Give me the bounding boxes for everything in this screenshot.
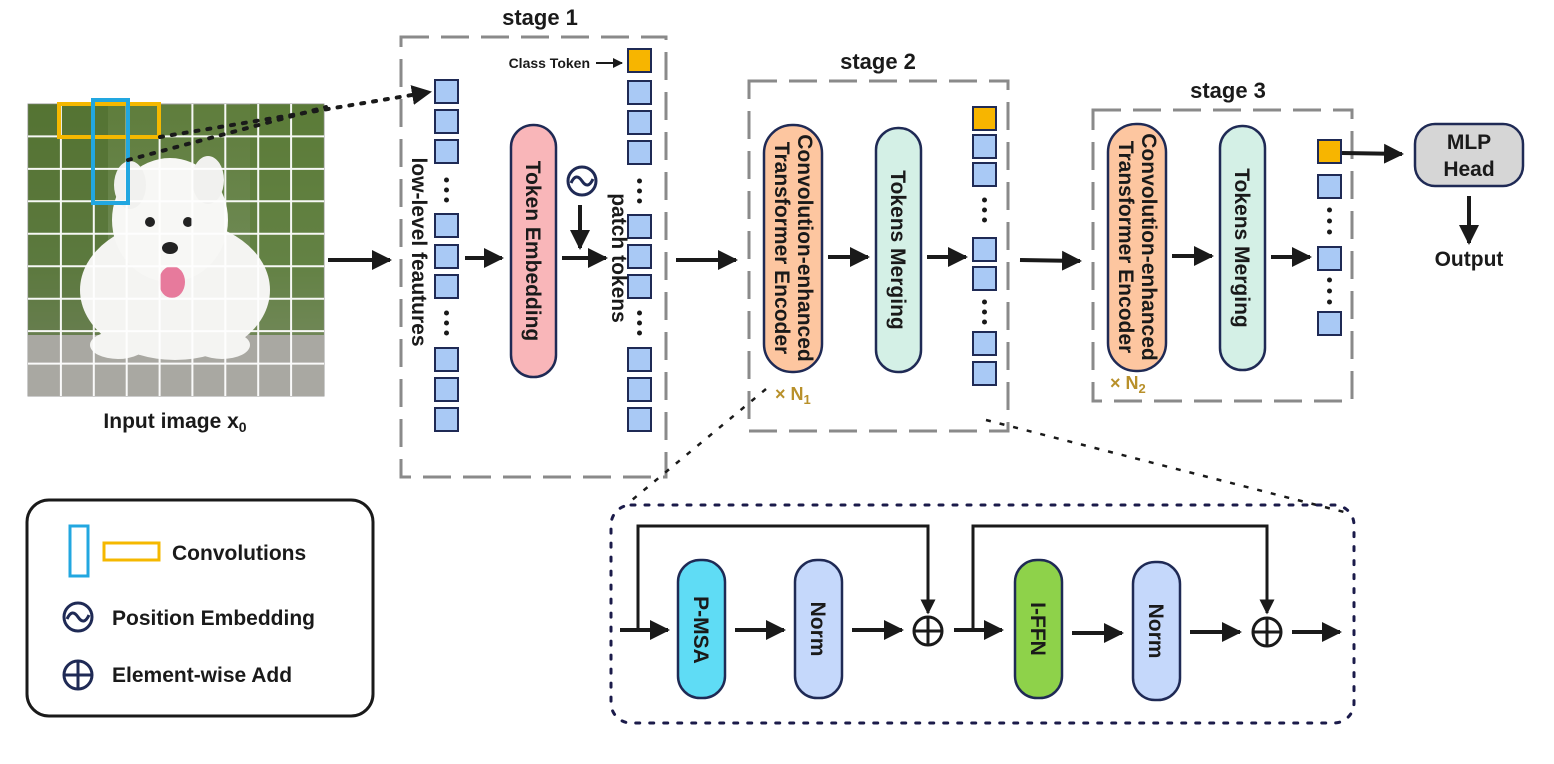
- stage3-repeat-label: × N2: [1110, 373, 1146, 396]
- stage2-tokens: [972, 106, 997, 386]
- position-embedding-legend-icon: [62, 601, 94, 633]
- iffn-block: [1013, 558, 1064, 700]
- mlp-head-block: [1413, 122, 1525, 188]
- stage2-tokens-ellipsis: [982, 197, 987, 325]
- stage1-title: stage 1: [502, 5, 578, 30]
- output-label: Output: [1435, 248, 1504, 271]
- class-token: [627, 48, 652, 73]
- class-token-label: Class Token: [509, 55, 590, 71]
- mlp-head-line1: MLP: [1447, 131, 1491, 154]
- patch-tokens: [627, 48, 652, 432]
- mlp-head-line2: Head: [1443, 158, 1494, 181]
- pmsa-block: [676, 558, 727, 700]
- arrow-class-token-to-head: [1341, 143, 1404, 164]
- stage2-encoder-block: [762, 123, 824, 374]
- stage1-box: [399, 35, 668, 479]
- stage2-merging-block: [874, 126, 923, 374]
- horizontal-conv-legend-icon: [102, 541, 161, 562]
- skip-connection-2: [971, 524, 1275, 630]
- iffn-label: I-FFN: [1026, 602, 1049, 656]
- legend-element-add: Element-wise Add: [112, 664, 292, 687]
- zoom-line-left: [625, 388, 767, 506]
- stage2-encoder-line2: Transformer Encoder: [770, 142, 793, 354]
- stage3-merging-label: Tokens Merging: [1230, 168, 1253, 327]
- token-embedding-label: Token Embedding: [521, 161, 544, 341]
- vertical-conv-window: [91, 98, 130, 205]
- zoom-line-right: [985, 418, 1345, 514]
- horizontal-conv-window: [57, 102, 161, 139]
- encoder-detail-box: [609, 503, 1356, 725]
- input-caption: Input image x0: [103, 410, 246, 435]
- stage2-title: stage 2: [840, 49, 916, 74]
- stage2-encoder-line1: Convolution-enhanced: [793, 134, 816, 362]
- norm2-label: Norm: [1144, 604, 1167, 659]
- arrow-stage2-to-stage3: [1019, 250, 1082, 271]
- patch-tokens-label: patch tokens: [607, 193, 630, 323]
- stage3-title: stage 3: [1190, 78, 1266, 103]
- norm1-block: [793, 558, 844, 700]
- stage3-box: [1091, 108, 1354, 403]
- projection-line-bottom: [126, 105, 328, 162]
- stage2-merging-label: Tokens Merging: [886, 170, 909, 329]
- stage2-repeat-label: × N1: [775, 384, 811, 407]
- projection-line-top: [158, 85, 432, 139]
- stage3-merging-block: [1218, 124, 1267, 372]
- stage3-encoder-line2: Transformer Encoder: [1114, 141, 1137, 353]
- position-embedding-icon: [566, 165, 598, 197]
- pmsa-label: P-MSA: [689, 596, 712, 664]
- element-add-legend-icon: [62, 659, 94, 691]
- skip-connection-1: [636, 524, 936, 630]
- legend-convolutions: Convolutions: [172, 542, 306, 565]
- input-image: [27, 98, 325, 397]
- legend-box: [25, 498, 375, 718]
- add2-icon: [1251, 616, 1283, 648]
- stage3-encoder-block: [1106, 122, 1168, 373]
- stage3-tokens-ellipsis: [1327, 207, 1332, 305]
- low-level-feature-tokens: [434, 79, 459, 432]
- vertical-conv-legend-icon: [68, 524, 90, 578]
- token-embedding-block: [509, 123, 558, 379]
- stage3-encoder-line1: Convolution-enhanced: [1137, 133, 1160, 361]
- stage3-tokens: [1317, 139, 1342, 336]
- add1-icon: [912, 615, 944, 647]
- norm2-block: [1131, 560, 1182, 702]
- legend-position-embedding: Position Embedding: [112, 607, 315, 630]
- low-level-features-label: low-level feautures: [407, 157, 430, 346]
- patch-tokens-ellipsis: [637, 178, 642, 336]
- norm1-label: Norm: [806, 602, 829, 657]
- stage2-box: [747, 79, 1010, 433]
- low-level-ellipsis: [444, 177, 449, 336]
